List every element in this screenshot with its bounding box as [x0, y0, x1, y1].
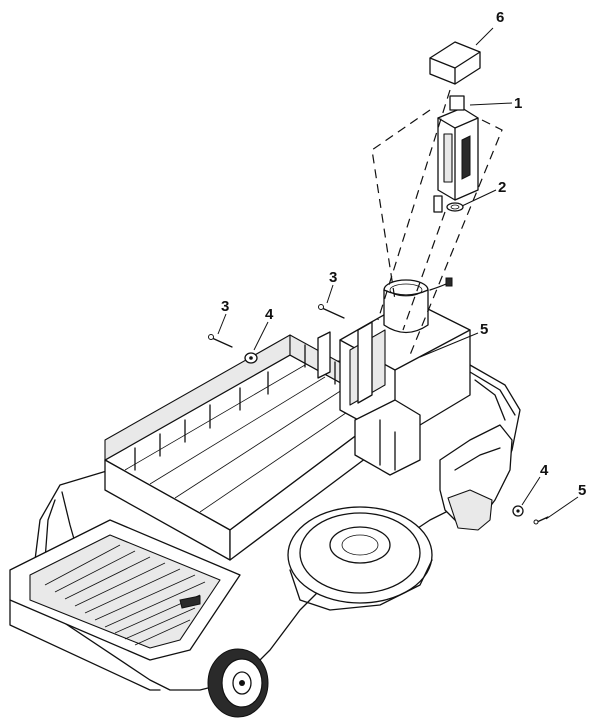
motor-assembly [317, 277, 471, 476]
cover-part [429, 41, 481, 85]
oring-part [446, 202, 464, 212]
callout-2: 2 [498, 179, 506, 196]
pin-left [208, 334, 233, 348]
callout-6: 6 [496, 9, 504, 26]
battery-tray [104, 334, 391, 561]
pin-right [318, 304, 345, 319]
pad-driver-disc [287, 506, 433, 611]
front-bumper [9, 519, 241, 691]
rear-wheel [207, 648, 269, 718]
callouts: 6 1 2 3 3 4 5 4 5 [221, 9, 586, 499]
callout-4-left: 4 [265, 306, 274, 323]
callout-3-left: 3 [221, 298, 229, 315]
explosion-lines [371, 89, 503, 356]
callout-3-right: 3 [329, 269, 337, 286]
washer-right [512, 505, 524, 517]
washer-left [244, 352, 258, 364]
callout-5-right: 5 [578, 482, 586, 499]
actuator-part [433, 95, 479, 213]
callout-5-motor: 5 [480, 321, 488, 338]
leader-lines [217, 27, 579, 520]
screw-part [533, 516, 549, 525]
callout-4-right: 4 [540, 462, 549, 479]
callout-1: 1 [514, 95, 522, 112]
